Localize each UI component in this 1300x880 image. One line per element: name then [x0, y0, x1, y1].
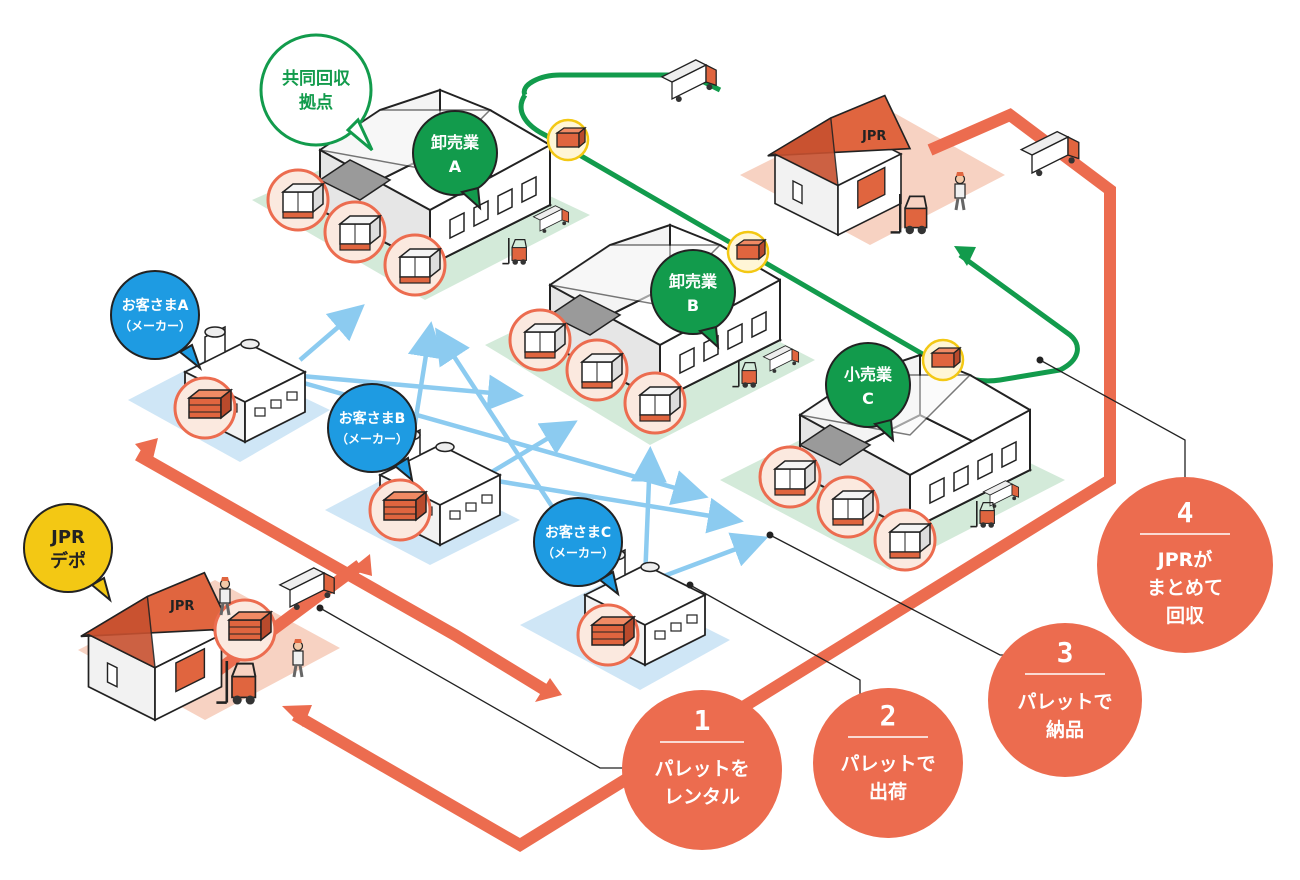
callout-collection-hub: 共同回収 拠点 — [259, 33, 374, 152]
callout-ca-line1: お客さまA — [122, 297, 189, 314]
step-3-label-2: 納品 — [1046, 718, 1084, 741]
callout-rc-line1: 小売業 — [844, 365, 893, 384]
step-4-label-2: まとめて — [1147, 577, 1223, 599]
step-4-number: 4 — [1177, 496, 1194, 529]
arrow-to-left — [135, 438, 158, 463]
jpr-depot-building: JPR — [80, 571, 232, 721]
callout-hub-line2: 拠点 — [299, 92, 333, 113]
step-1-label-1: パレットを — [654, 758, 749, 780]
green-arrowhead — [954, 246, 976, 266]
arrow-to-customer-c — [535, 678, 562, 702]
step-1-label-2: レンタル — [664, 786, 740, 808]
arrow-to-depot — [282, 705, 312, 727]
step-4: 4 JPRが まとめて 回収 — [1097, 477, 1273, 653]
step-4-label-3: 回収 — [1166, 605, 1205, 627]
jpr-top-building: JPR — [766, 94, 911, 236]
callout-retailer-c: 小売業 C — [825, 342, 911, 443]
callout-wa-line1: 卸売業 — [431, 133, 480, 152]
callout-customer-c: お客さまC （メーカー） — [533, 497, 623, 597]
callout-cb-line2: （メーカー） — [336, 431, 408, 446]
step-2-label-2: 出荷 — [869, 780, 907, 803]
step-4-label-1: JPRが — [1156, 548, 1213, 571]
jpr-depot-sign: JPR — [169, 599, 194, 614]
callout-customer-b: お客さまB （メーカー） — [327, 383, 417, 483]
callout-wholesaler-b: 卸売業 B — [650, 249, 736, 350]
callout-customer-a: お客さまA （メーカー） — [110, 270, 203, 371]
callout-cb-line1: お客さまB — [339, 410, 406, 427]
step-2-number: 2 — [880, 699, 897, 732]
callout-depot-line1: JPR — [49, 527, 85, 548]
step-2: 2 パレットで 出荷 — [813, 688, 963, 838]
callout-wa-line2: A — [449, 157, 462, 176]
step-2-label-1: パレットで — [840, 753, 935, 775]
callout-hub-line1: 共同回収 — [282, 69, 351, 89]
orange-arrowheads — [135, 438, 562, 727]
callout-jpr-depot: JPR デポ — [23, 503, 113, 603]
arrow-to-customer-b — [350, 554, 372, 576]
callout-cc-line2: （メーカー） — [542, 545, 614, 560]
step-1-number: 1 — [694, 704, 711, 737]
leader-dots — [316, 356, 1044, 612]
step-1: 1 パレットを レンタル — [622, 690, 782, 850]
step-3: 3 パレットで 納品 — [988, 623, 1142, 777]
callout-wb-line1: 卸売業 — [669, 272, 718, 291]
callout-rc-line2: C — [862, 389, 874, 408]
callout-cc-line1: お客さまC — [545, 524, 611, 541]
step-3-number: 3 — [1057, 636, 1074, 669]
step-3-label-1: パレットで — [1017, 691, 1112, 713]
callout-ca-line2: （メーカー） — [119, 318, 191, 333]
callout-depot-line2: デポ — [50, 550, 86, 572]
callout-wb-line2: B — [687, 296, 699, 315]
callout-wholesaler-a: 卸売業 A — [412, 110, 498, 211]
jpr-top-sign: JPR — [861, 129, 886, 144]
